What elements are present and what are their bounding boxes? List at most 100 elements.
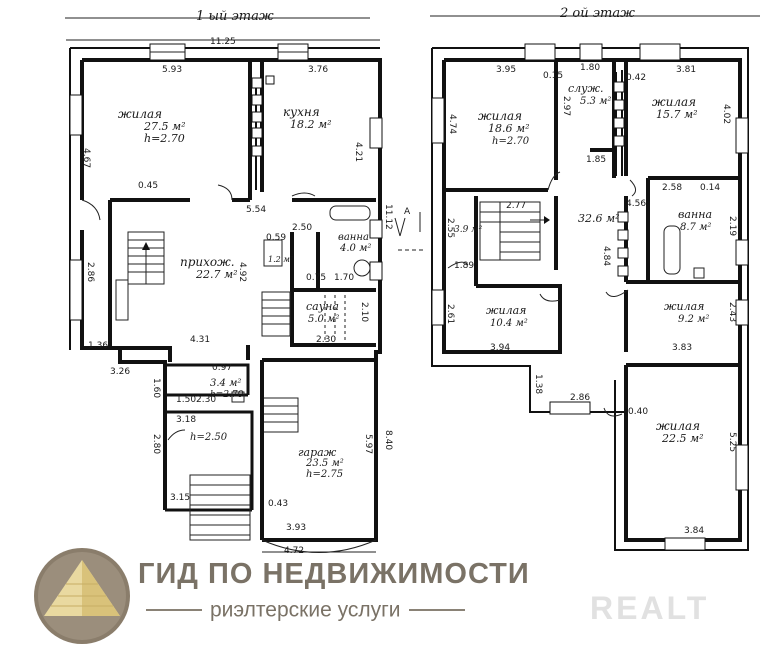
room-hall-area: 22.7 м² (195, 268, 238, 281)
f2-dim: 4.74 (447, 114, 457, 134)
room-hall-name: прихож. (180, 255, 235, 269)
floor2-stairs (479, 201, 550, 261)
f2-dim: 2.77 (506, 201, 526, 211)
f1-dim: 5.97 (363, 434, 373, 454)
f1-dim: 3.18 (176, 415, 196, 425)
room-bath2-area: 8.7 м² (680, 222, 711, 233)
floor2-dimensions: 3.95 1.80 3.81 4.74 0.15 2.97 0.42 4.02 … (445, 63, 737, 536)
floor2-plan (431, 43, 749, 551)
room-living1-height: h=2.70 (144, 132, 185, 145)
f2-dim: 3.94 (490, 343, 510, 353)
room-living2e-area: 22.5 м² (661, 432, 704, 445)
room-living2a-height: h=2.70 (492, 136, 530, 147)
room-living1-area: 27.5 м² (143, 120, 186, 133)
f2-dim: 0.15 (543, 71, 563, 81)
room-hall2-area: 32.6 м² (578, 212, 620, 225)
room-bath1-name: ванна (338, 232, 369, 243)
divider-left (146, 609, 202, 612)
floor2-title: 2 ой этаж (559, 6, 635, 21)
room-garage-height: h=2.75 (306, 469, 343, 480)
room-service-name: служ. (568, 82, 604, 95)
room-living2c-area: 10.4 м² (490, 318, 528, 329)
floor1-stairs (115, 231, 165, 321)
f2-dim: 3.95 (496, 65, 516, 75)
brand-subtitle: риэлтерские услуги (210, 598, 401, 622)
watermark: REALT (590, 590, 710, 626)
f2-dim: 4.56 (626, 199, 646, 209)
f1-dim: 2.30 (196, 395, 216, 405)
f2-dim: 1.38 (533, 374, 543, 394)
f2-dim: 2.86 (570, 393, 590, 403)
brand-title: ГИД ПО НЕДВИЖИМОСТИ (138, 558, 530, 590)
f2-dim: 3.84 (684, 526, 704, 536)
room-porch-height: h=2.50 (190, 432, 228, 443)
f1-dim: 2.30 (316, 335, 336, 345)
brand-block: ГИД ПО НЕДВИЖИМОСТИ риэлтерские услуги (34, 540, 534, 650)
f1-dim: 2.86 (85, 262, 95, 282)
f1-dim: 5.54 (246, 205, 266, 215)
room-bath2-name: ванна (678, 208, 712, 221)
f2-dim: 2.61 (445, 304, 455, 324)
f2-dim: 2.97 (561, 96, 571, 116)
f1-dim: 3.93 (286, 523, 306, 533)
room-wc-area: 1.2 м² (268, 255, 293, 264)
f1-dim-total-width: 11.25 (210, 37, 236, 47)
room-living2a-area: 18.6 м² (488, 122, 530, 135)
floor1-stairs-garage (261, 291, 299, 433)
floor1-room-labels: жилая 27.5 м² h=2.70 кухня 18.2 м² прихо… (118, 105, 371, 480)
f1-dim: 11.12 (383, 204, 393, 230)
f1-dim: 0.45 (138, 181, 158, 191)
f1-dim: 4.92 (237, 262, 247, 282)
floor2-header: 2 ой этаж (430, 6, 760, 21)
room-living2c-name: жилая (486, 304, 526, 317)
f1-dim: 2.80 (151, 434, 161, 454)
f1-dim: 4.67 (81, 148, 91, 168)
room-kitchen-area: 18.2 м² (290, 118, 332, 131)
f2-dim: 1.89 (454, 261, 474, 271)
room-garage-area: 23.5 м² (305, 458, 344, 469)
f1-dim: 4.21 (353, 142, 363, 162)
f1-dim: 4.31 (190, 335, 210, 345)
floor1-dimensions: 11.25 5.93 3.76 4.67 0.45 5.54 2.50 4.21… (81, 37, 393, 556)
f1-dim: 4.72 (284, 546, 304, 556)
room-living2a-name: жилая (478, 109, 522, 123)
room-living2d-area: 9.2 м² (678, 314, 709, 325)
f1-dim: 8.40 (383, 430, 393, 450)
section-mark: A (394, 207, 425, 251)
f2-dim: 3.81 (676, 65, 696, 75)
room-kitchen-name: кухня (283, 105, 320, 119)
room-service-area: 5.3 м² (580, 96, 611, 107)
brand-logo (34, 548, 130, 644)
f1-dim: 3.76 (308, 65, 328, 75)
f2-dim: 0.40 (628, 407, 648, 417)
f2-dim: 2.43 (727, 302, 737, 322)
room-vestibule-area: 3.4 м² (210, 378, 241, 389)
f1-dim: 3.15 (170, 493, 190, 503)
f1-dim: 0.43 (268, 499, 288, 509)
f2-dim: 0.42 (626, 73, 646, 83)
f1-dim: 1.36 (88, 341, 108, 351)
room-sauna-name: сауна (306, 300, 339, 313)
f1-dim: 2.10 (359, 302, 369, 322)
sauna-benches (324, 295, 346, 342)
f1-dim: 1.60 (151, 378, 161, 398)
f2-dim: 1.80 (580, 63, 600, 73)
room-living2e-name: жилая (656, 419, 700, 433)
f2-dim: 1.85 (586, 155, 606, 165)
f2-dim: 2.55 (445, 218, 455, 238)
floor2-room-labels: жилая 18.6 м² h=2.70 служ. 5.3 м² жилая … (454, 82, 712, 445)
f1-dim: 0.59 (266, 233, 286, 243)
room-sauna-area: 5.0 м² (308, 314, 339, 325)
f2-dim: 2.19 (727, 216, 737, 236)
f1-dim: 2.50 (292, 223, 312, 233)
room-living1-name: жилая (118, 107, 162, 121)
f2-dim: 5.25 (727, 432, 737, 452)
floor1-plan: A (66, 39, 425, 553)
f1-dim: 1.70 (334, 273, 354, 283)
f2-dim: 3.83 (672, 343, 692, 353)
room-living2d-name: жилая (664, 300, 704, 313)
room-living2b-area: 15.7 м² (656, 108, 698, 121)
room-vestibule-height: h=2.70 (210, 390, 244, 400)
f2-dim: 4.84 (601, 246, 611, 266)
